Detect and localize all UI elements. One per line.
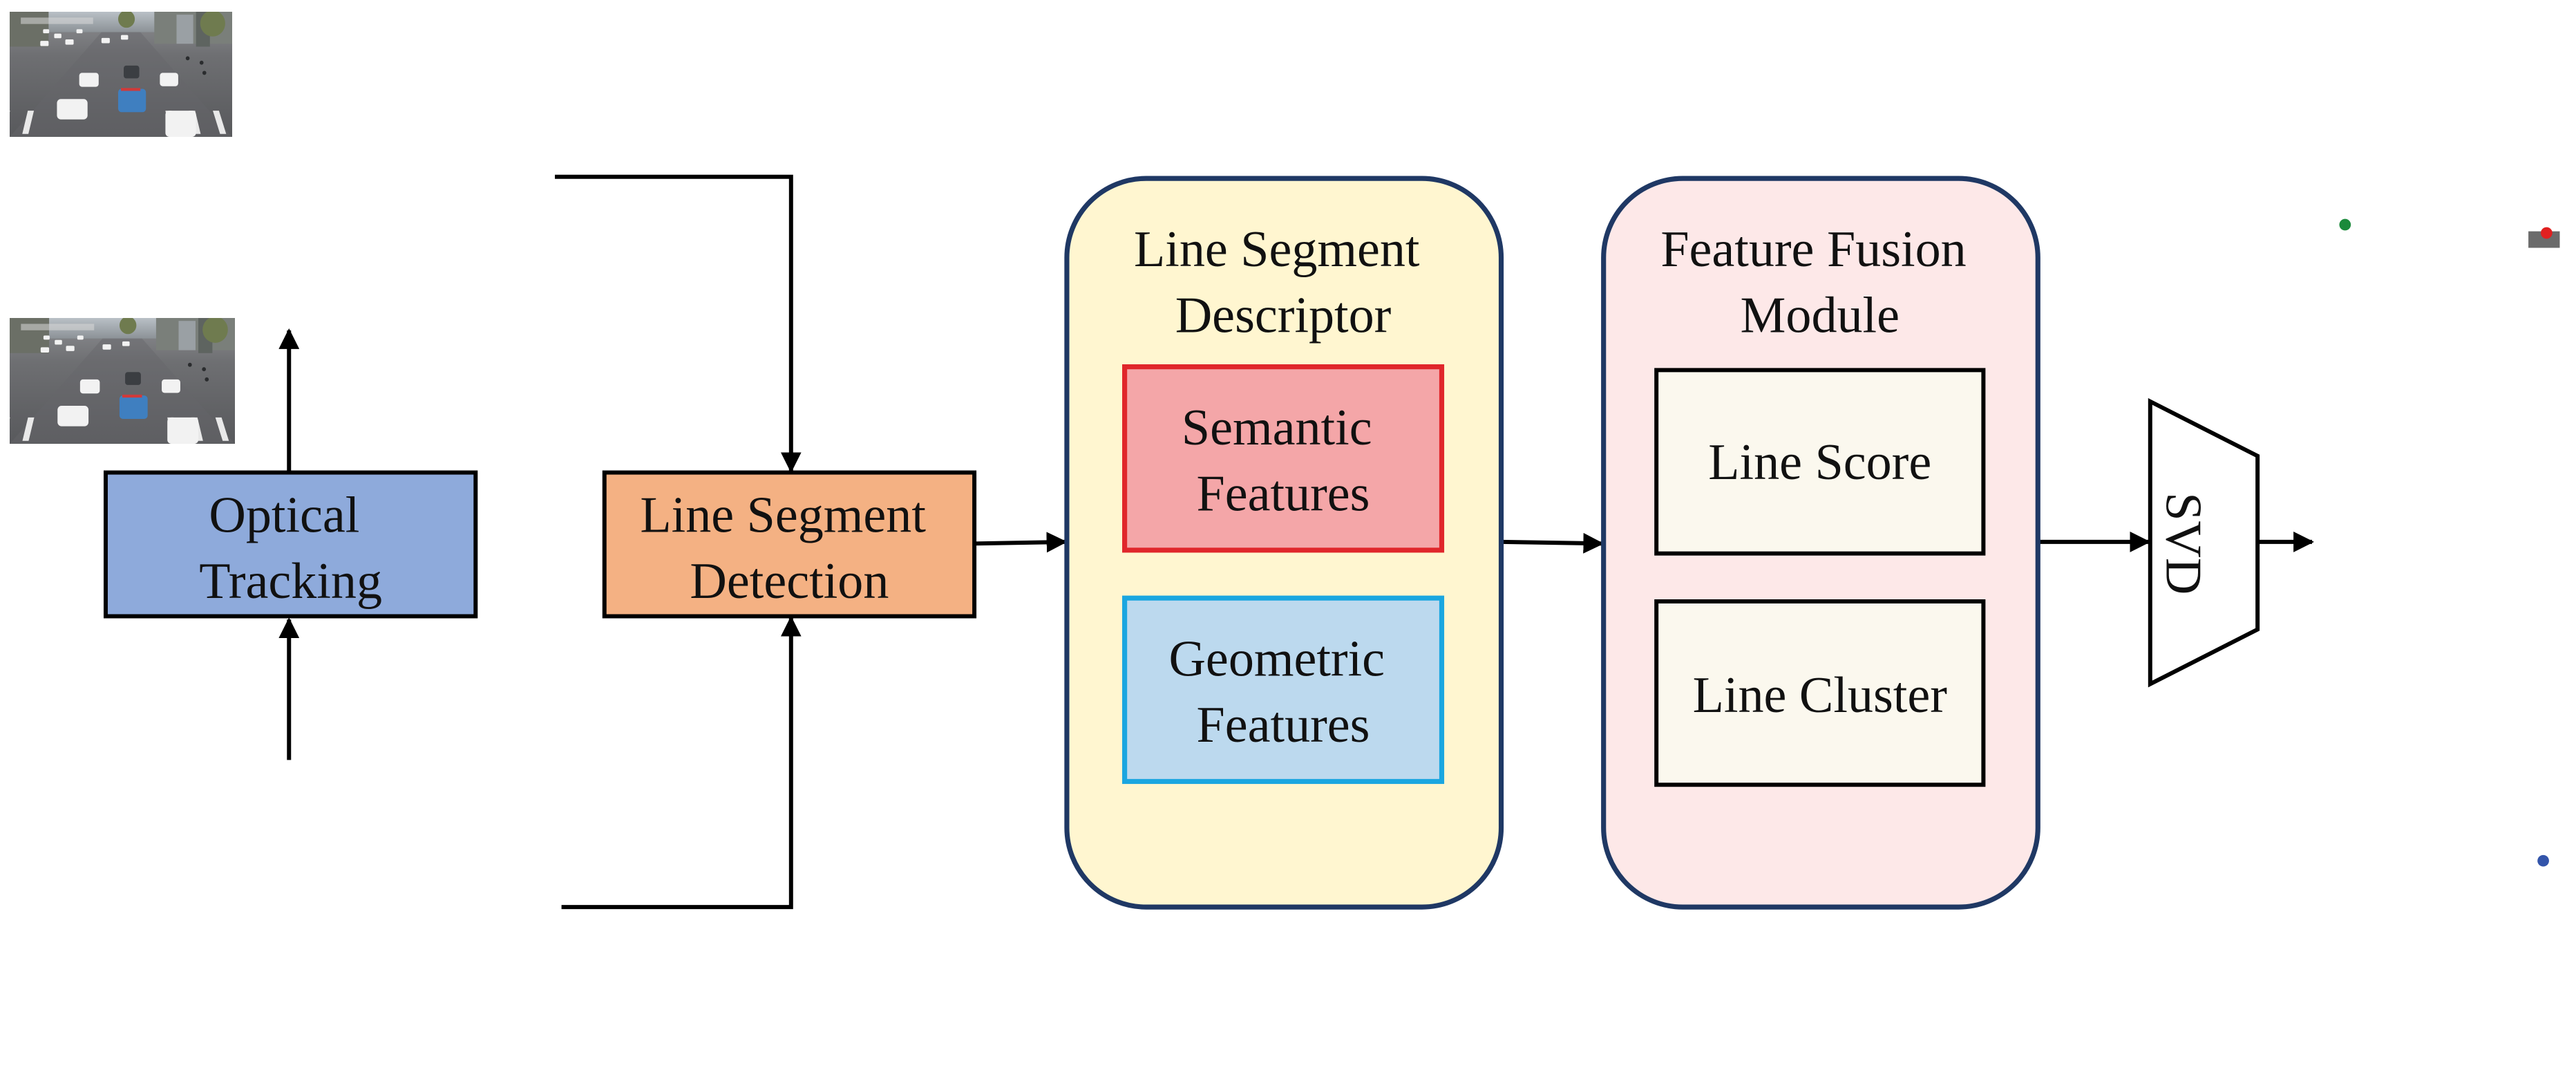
svg-text:Feature Fusion Module: Feature Fusion Module xyxy=(1660,221,1979,344)
semantic-features-line2: Features xyxy=(1197,466,1370,523)
svd-label: SVD xyxy=(2155,492,2212,595)
descriptor-title-line2: Descriptor xyxy=(1175,287,1392,344)
line-cluster-label: Line Cluster xyxy=(1693,667,1948,724)
line-segment-descriptor-container: Line Segment Descriptor Semantic Feature… xyxy=(1064,176,1504,910)
svg-text:Geometric Features: Geometric Features xyxy=(1168,631,1397,754)
descriptor-title-line1: Line Segment xyxy=(1134,221,1420,278)
svg-text:Line Segment Descripto: Line Segment Descriptor xyxy=(1134,221,1432,344)
semantic-features-line1: Semantic xyxy=(1182,400,1372,456)
line-score-box: Line Score xyxy=(1654,368,1986,556)
line-score-label: Line Score xyxy=(1708,434,1931,491)
geometric-features-line2: Features xyxy=(1197,697,1370,753)
traffic-frame-top xyxy=(10,12,232,137)
fusion-title-line1: Feature Fusion xyxy=(1660,221,1966,278)
line-segment-detection-line1: Line Segment xyxy=(640,487,926,544)
svg-text:Optical Tracking: Optical Tracking xyxy=(199,487,382,610)
geometric-features-line1: Geometric xyxy=(1168,631,1385,688)
svg-text:Line Segment Detection: Line Segment Detection xyxy=(640,487,938,610)
line-cluster-box: Line Cluster xyxy=(1654,599,1986,787)
line-segment-detection-box: Line Segment Detection xyxy=(602,470,977,619)
geometric-features-box: Geometric Features xyxy=(1122,595,1445,785)
svg-text:Semantic Features: Semantic Features xyxy=(1182,400,1385,523)
line-segment-detection-line2: Detection xyxy=(690,553,889,610)
optical-tracking-line2: Tracking xyxy=(199,553,382,610)
optical-tracking-line1: Optical xyxy=(209,487,359,544)
arrow-descriptor-to-fusion xyxy=(1501,532,1604,554)
optical-tracking-box: Optical Tracking xyxy=(103,470,478,619)
connectors xyxy=(278,174,2314,910)
svd-block: SVD xyxy=(2148,397,2260,688)
fusion-title-line2: Module xyxy=(1741,287,1900,344)
semantic-features-box: Semantic Features xyxy=(1122,364,1445,553)
arrow-frame-bottom-to-detection xyxy=(561,615,802,910)
traffic-frame-bottom xyxy=(10,318,235,444)
arrow-frame-top-to-detection xyxy=(555,174,802,474)
arrow-detection-to-descriptor xyxy=(974,532,1068,553)
feature-fusion-module-container: Feature Fusion Module Line Score Line Cl… xyxy=(1601,176,2040,910)
decorative-dots xyxy=(2339,218,2560,867)
